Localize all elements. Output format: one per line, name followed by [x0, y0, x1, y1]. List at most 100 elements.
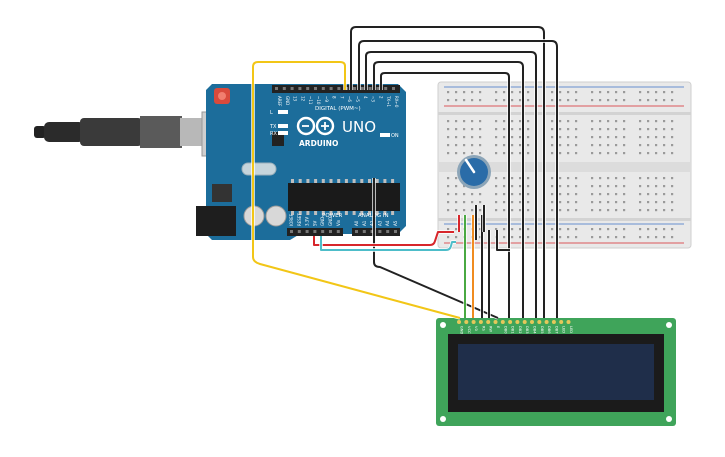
breadboard-hole[interactable] [671, 177, 674, 180]
breadboard-hole[interactable] [559, 193, 562, 196]
breadboard-hole[interactable] [647, 185, 650, 188]
breadboard-hole[interactable] [479, 209, 482, 212]
breadboard-hole[interactable] [663, 201, 666, 204]
breadboard-hole[interactable] [503, 228, 506, 231]
breadboard-hole[interactable] [567, 99, 570, 102]
breadboard-hole[interactable] [607, 201, 610, 204]
breadboard-hole[interactable] [471, 201, 474, 204]
analog-pin-socket[interactable] [386, 230, 390, 233]
breadboard-hole[interactable] [575, 152, 578, 155]
breadboard-hole[interactable] [559, 185, 562, 188]
breadboard-hole[interactable] [519, 128, 522, 131]
breadboard-hole[interactable] [519, 99, 522, 102]
analog-pin-socket[interactable] [370, 230, 374, 233]
breadboard-hole[interactable] [511, 185, 514, 188]
breadboard-hole[interactable] [471, 120, 474, 123]
breadboard-hole[interactable] [559, 201, 562, 204]
breadboard-hole[interactable] [607, 185, 610, 188]
breadboard-hole[interactable] [575, 136, 578, 139]
breadboard-hole[interactable] [575, 177, 578, 180]
breadboard-hole[interactable] [511, 99, 514, 102]
breadboard-hole[interactable] [447, 228, 450, 231]
breadboard-hole[interactable] [455, 91, 458, 94]
breadboard-hole[interactable] [655, 201, 658, 204]
breadboard-hole[interactable] [607, 136, 610, 139]
digital-pin-socket[interactable] [353, 87, 356, 90]
breadboard-hole[interactable] [519, 185, 522, 188]
breadboard-hole[interactable] [495, 185, 498, 188]
breadboard-hole[interactable] [655, 236, 658, 239]
breadboard-hole[interactable] [663, 120, 666, 123]
breadboard-hole[interactable] [647, 152, 650, 155]
breadboard-hole[interactable] [655, 228, 658, 231]
breadboard-hole[interactable] [639, 228, 642, 231]
breadboard-hole[interactable] [639, 128, 642, 131]
breadboard-hole[interactable] [671, 91, 674, 94]
breadboard-hole[interactable] [559, 128, 562, 131]
breadboard-hole[interactable] [647, 201, 650, 204]
digital-pin-socket[interactable] [275, 87, 278, 90]
breadboard-hole[interactable] [607, 177, 610, 180]
breadboard-hole[interactable] [503, 236, 506, 239]
breadboard-hole[interactable] [479, 136, 482, 139]
power-pin-socket[interactable] [329, 230, 332, 233]
breadboard-hole[interactable] [551, 91, 554, 94]
breadboard-hole[interactable] [567, 193, 570, 196]
breadboard-hole[interactable] [503, 193, 506, 196]
breadboard-hole[interactable] [551, 128, 554, 131]
breadboard-hole[interactable] [527, 99, 530, 102]
breadboard-hole[interactable] [455, 201, 458, 204]
breadboard-hole[interactable] [463, 144, 466, 147]
breadboard-hole[interactable] [655, 120, 658, 123]
breadboard-hole[interactable] [615, 136, 618, 139]
breadboard-hole[interactable] [527, 120, 530, 123]
digital-pin-socket[interactable] [314, 87, 317, 90]
breadboard-hole[interactable] [495, 209, 498, 212]
breadboard-hole[interactable] [495, 128, 498, 131]
breadboard-hole[interactable] [567, 144, 570, 147]
breadboard-hole[interactable] [575, 120, 578, 123]
breadboard-hole[interactable] [591, 128, 594, 131]
breadboard-hole[interactable] [607, 236, 610, 239]
breadboard-hole[interactable] [511, 236, 514, 239]
breadboard-hole[interactable] [527, 185, 530, 188]
breadboard-hole[interactable] [559, 136, 562, 139]
breadboard-hole[interactable] [647, 228, 650, 231]
lcd-pin[interactable] [537, 320, 542, 324]
breadboard-hole[interactable] [559, 144, 562, 147]
lcd-pin[interactable] [508, 320, 513, 324]
breadboard-hole[interactable] [567, 209, 570, 212]
breadboard-hole[interactable] [671, 228, 674, 231]
breadboard-hole[interactable] [663, 236, 666, 239]
breadboard-hole[interactable] [503, 128, 506, 131]
lcd-pin[interactable] [457, 320, 461, 324]
digital-pin-socket[interactable] [321, 87, 325, 90]
breadboard-hole[interactable] [527, 193, 530, 196]
breadboard-hole[interactable] [551, 152, 554, 155]
breadboard-hole[interactable] [591, 136, 594, 139]
breadboard-hole[interactable] [511, 228, 514, 231]
breadboard-hole[interactable] [503, 91, 506, 94]
breadboard-hole[interactable] [551, 136, 554, 139]
breadboard-hole[interactable] [567, 236, 570, 239]
breadboard-hole[interactable] [559, 236, 562, 239]
breadboard-hole[interactable] [599, 228, 602, 231]
breadboard-hole[interactable] [471, 152, 474, 155]
analog-pin-socket[interactable] [355, 230, 358, 233]
breadboard-hole[interactable] [575, 91, 578, 94]
breadboard-hole[interactable] [463, 120, 466, 123]
potentiometer-icon[interactable] [457, 155, 491, 189]
breadboard-hole[interactable] [655, 177, 658, 180]
breadboard-hole[interactable] [527, 144, 530, 147]
lcd-pin[interactable] [478, 320, 483, 324]
digital-pin-socket[interactable] [298, 87, 302, 90]
breadboard-hole[interactable] [575, 185, 578, 188]
breadboard-hole[interactable] [663, 136, 666, 139]
breadboard-hole[interactable] [639, 236, 642, 239]
lcd-pin[interactable] [500, 320, 505, 324]
breadboard-hole[interactable] [655, 185, 658, 188]
lcd-pin[interactable] [471, 320, 476, 324]
breadboard-hole[interactable] [647, 120, 650, 123]
breadboard-hole[interactable] [599, 152, 602, 155]
breadboard-hole[interactable] [447, 185, 450, 188]
